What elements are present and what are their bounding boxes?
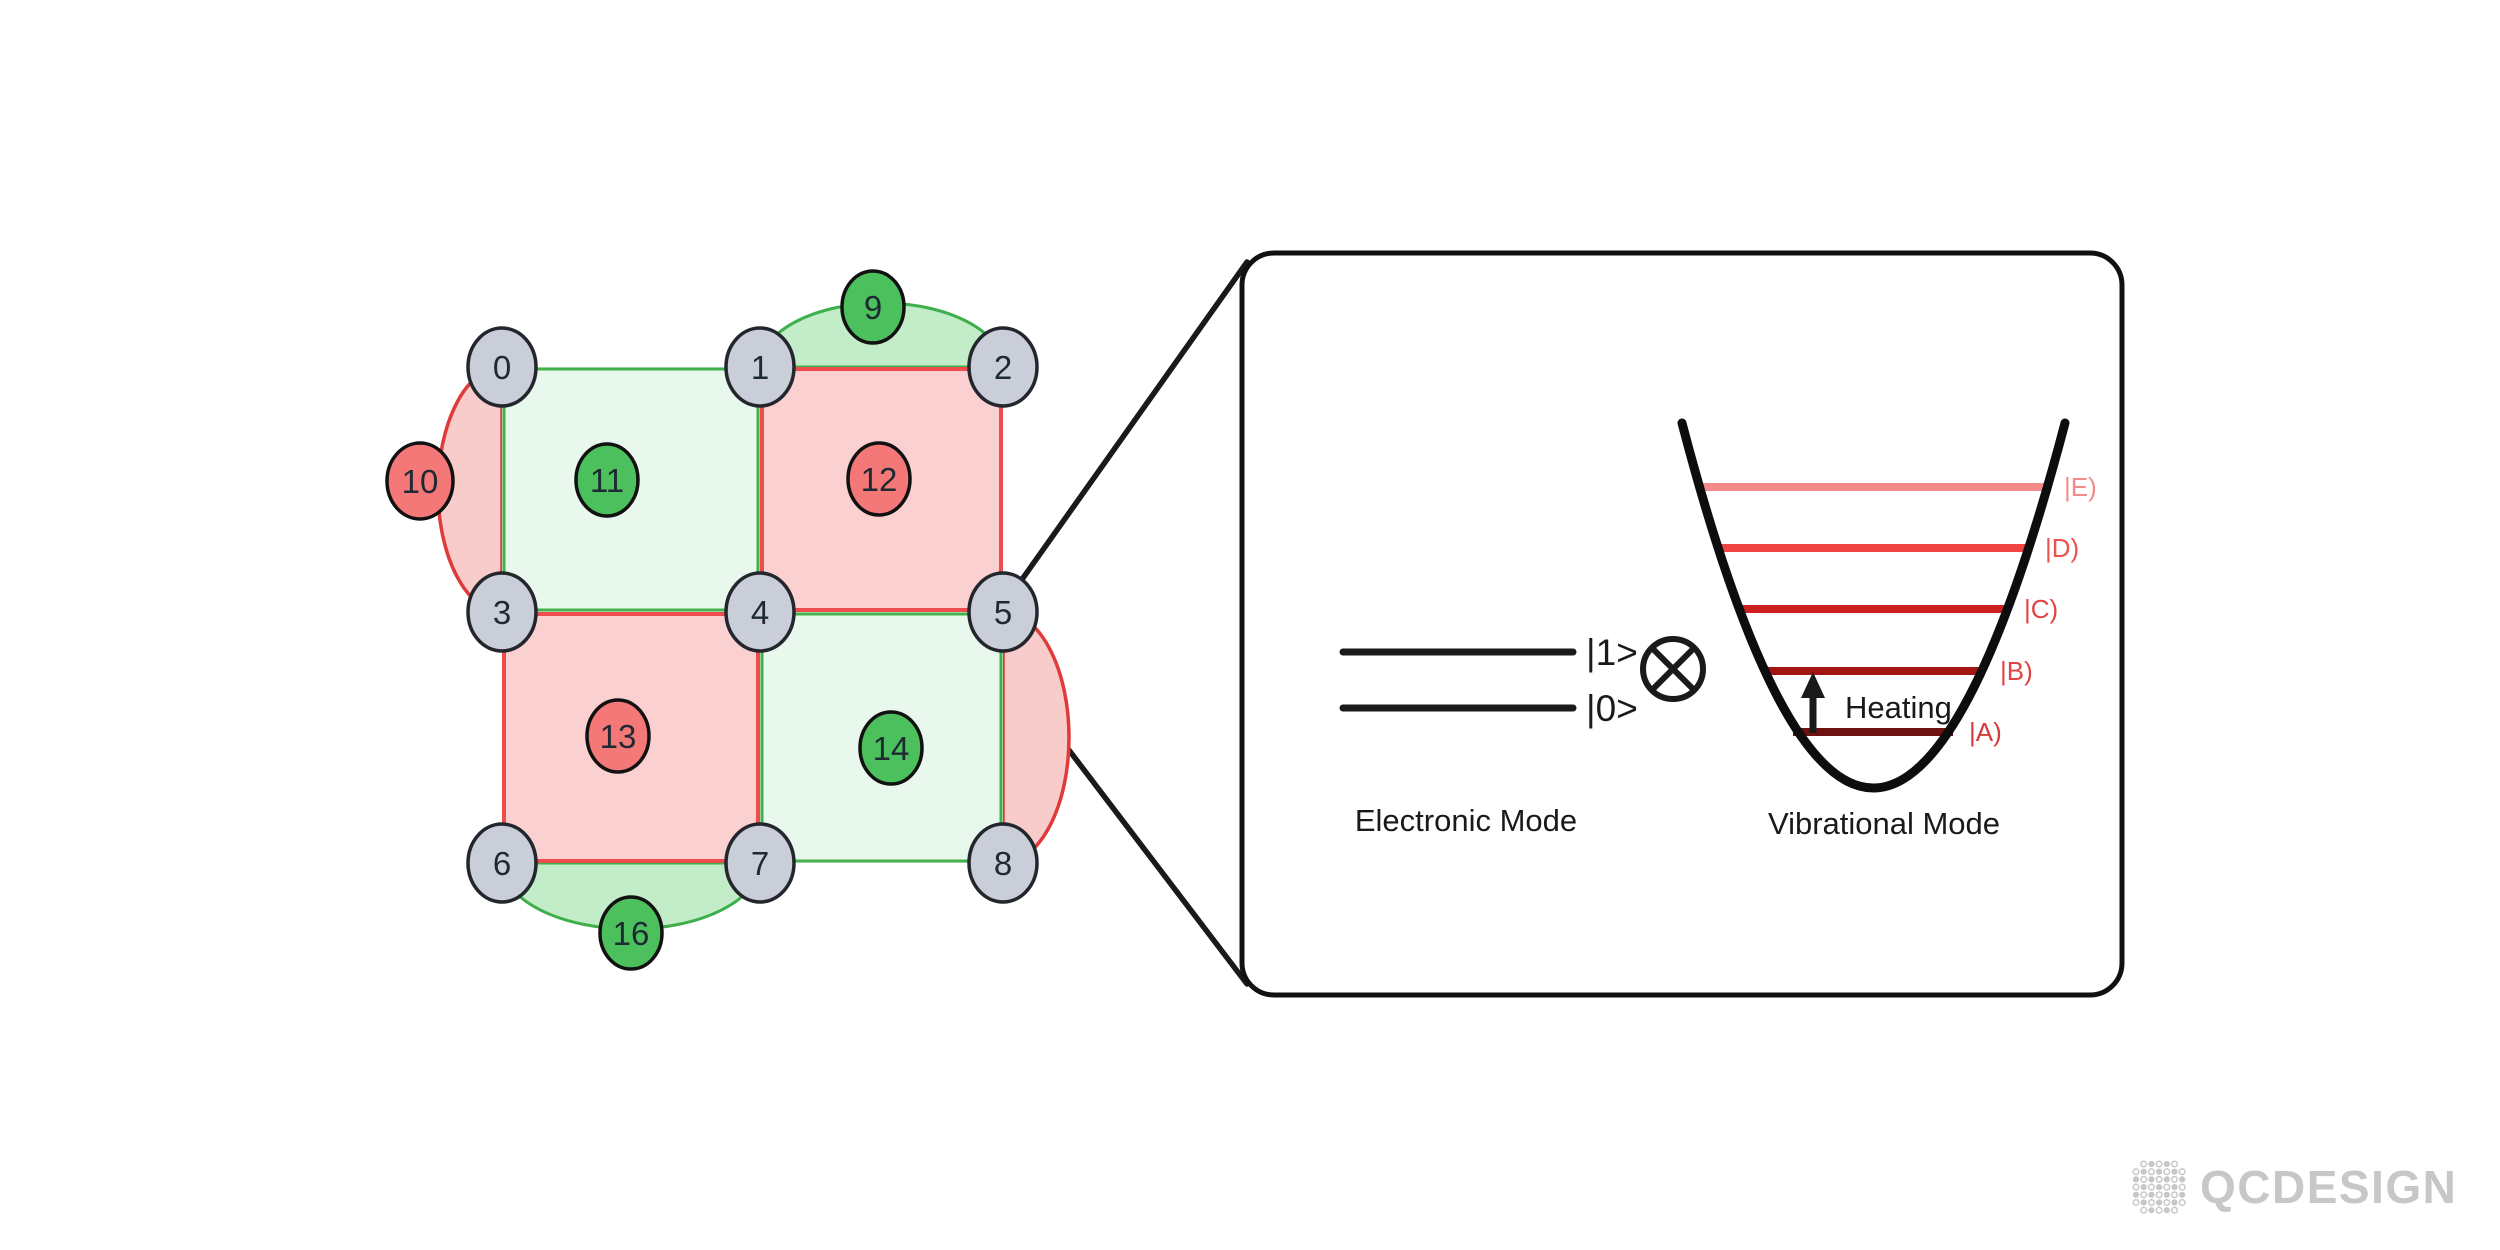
data-qubit-circle (967, 822, 1039, 904)
data-qubit-label: 6 (493, 845, 511, 882)
vibrational-level-A-label: |A) (1969, 717, 2002, 747)
potential-well-curve (1677, 418, 2070, 793)
ancilla-circle (585, 698, 651, 774)
plaquette-bottom-right-border (760, 612, 1003, 863)
data-qubit-6: 6 (466, 822, 538, 904)
ancilla-qubit-16: 16 (598, 895, 664, 971)
data-qubit-circle (967, 571, 1039, 653)
ancilla-circle (840, 269, 906, 345)
dot-grid-logo-icon (2132, 1160, 2186, 1214)
ancilla-circle (858, 710, 924, 786)
vibrational-mode-caption: Vibrational Mode (1768, 806, 2000, 841)
data-qubit-8: 8 (967, 822, 1039, 904)
ancilla-circle (574, 442, 640, 518)
data-qubit-3: 3 (466, 571, 538, 653)
data-qubit-circle (967, 326, 1039, 408)
data-qubit-circle (724, 326, 796, 408)
data-qubit-label: 8 (994, 845, 1012, 882)
ancilla-circle (846, 441, 912, 517)
data-qubit-circle (724, 822, 796, 904)
data-qubit-label: 2 (994, 349, 1012, 386)
ancilla-qubit-13: 13 (585, 698, 651, 774)
plaquette-top-right-border (760, 367, 1003, 612)
ancilla-label: 9 (864, 289, 882, 326)
data-qubit-circle (724, 571, 796, 653)
vibrational-level-D-label: |D) (2045, 533, 2079, 563)
data-qubit-1: 1 (724, 326, 796, 408)
ancilla-qubit-9: 9 (840, 269, 906, 345)
electronic-mode-caption: Electronic Mode (1355, 803, 1577, 838)
data-qubit-label: 5 (994, 594, 1012, 631)
tensor-cross-line (1649, 645, 1697, 693)
logo-text: QCDESIGN (2200, 1161, 2458, 1213)
tensor-product-icon (1640, 636, 1706, 702)
heating-arrow-icon (1801, 672, 1825, 733)
heating-label: Heating (1845, 690, 1952, 725)
plaquette-bottom-left-border (502, 612, 760, 863)
ancilla-label: 16 (613, 915, 650, 952)
heating-arrow-head (1801, 672, 1825, 698)
plaquette-top-left-border (502, 367, 760, 612)
data-qubit-2: 2 (967, 326, 1039, 408)
data-qubit-label: 7 (751, 845, 769, 882)
electronic-mode-diagram: |1> |0> Electronic Mode (1339, 632, 1638, 838)
data-qubit-label: 3 (493, 594, 511, 631)
vibrational-mode-diagram: |A) |B) |C) |D) |E) Heating Vibrational … (1677, 418, 2097, 841)
ancilla-label: 14 (873, 730, 910, 767)
data-qubit-label: 1 (751, 349, 769, 386)
data-qubit-label: 4 (751, 594, 769, 631)
data-qubit-7: 7 (724, 822, 796, 904)
vibrational-level-E-label: |E) (2064, 472, 2097, 502)
vibrational-level-C-label: |C) (2024, 594, 2058, 624)
data-qubit-5: 5 (967, 571, 1039, 653)
data-qubit-circle (466, 326, 538, 408)
ancilla-circle (385, 441, 455, 521)
ancilla-label: 13 (600, 718, 637, 755)
data-qubit-circle (466, 571, 538, 653)
data-qubit-0: 0 (466, 326, 538, 408)
inset-box (1239, 250, 2125, 998)
ancilla-label: 11 (590, 462, 624, 499)
electronic-level-1-label: |1> (1586, 632, 1638, 673)
ancilla-qubit-14: 14 (858, 710, 924, 786)
tensor-circle (1640, 636, 1706, 702)
ancilla-qubit-11: 11 (574, 442, 640, 518)
ancilla-qubit-10: 10 (385, 441, 455, 521)
ancilla-qubit-12: 12 (846, 441, 912, 517)
data-qubit-circle (466, 822, 538, 904)
electronic-level-0-label: |0> (1586, 688, 1638, 729)
data-qubit-label: 0 (493, 349, 511, 386)
vibrational-level-B-label: |B) (2000, 656, 2033, 686)
qcdesign-logo: QCDESIGN (2132, 1160, 2457, 1214)
data-qubit-4: 4 (724, 571, 796, 653)
ancilla-circle (598, 895, 664, 971)
callout-line-top (1015, 259, 1250, 588)
ancilla-label: 10 (402, 463, 439, 500)
ancilla-label: 12 (861, 461, 898, 498)
